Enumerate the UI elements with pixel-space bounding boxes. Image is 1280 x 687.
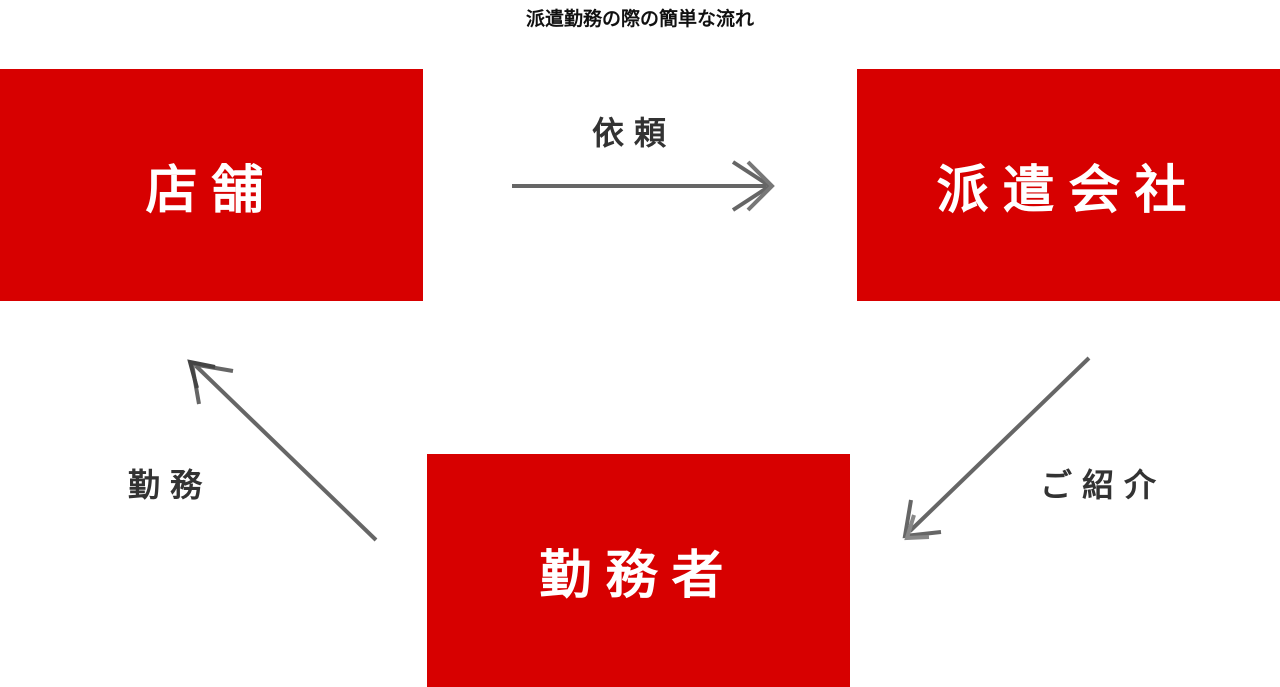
arrow-agency-to-worker [902, 356, 1091, 541]
node-agency-label: 派遣会社 [936, 159, 1201, 221]
arrow-worker-to-store [187, 359, 378, 542]
arrow-store-to-agency [512, 160, 775, 212]
edge-label-work: 勤務 [128, 466, 213, 504]
node-agency: 派遣会社 [857, 69, 1280, 301]
node-store: 店舗 [0, 69, 423, 301]
edge-label-introduce: ご紹介 [1040, 466, 1167, 504]
node-store-label: 店舗 [145, 159, 278, 221]
edge-label-request: 依頼 [592, 114, 677, 152]
node-worker-label: 勤務者 [539, 545, 738, 606]
diagram-title: 派遣勤務の際の簡単な流れ [525, 8, 754, 30]
node-worker: 勤務者 [427, 454, 850, 687]
